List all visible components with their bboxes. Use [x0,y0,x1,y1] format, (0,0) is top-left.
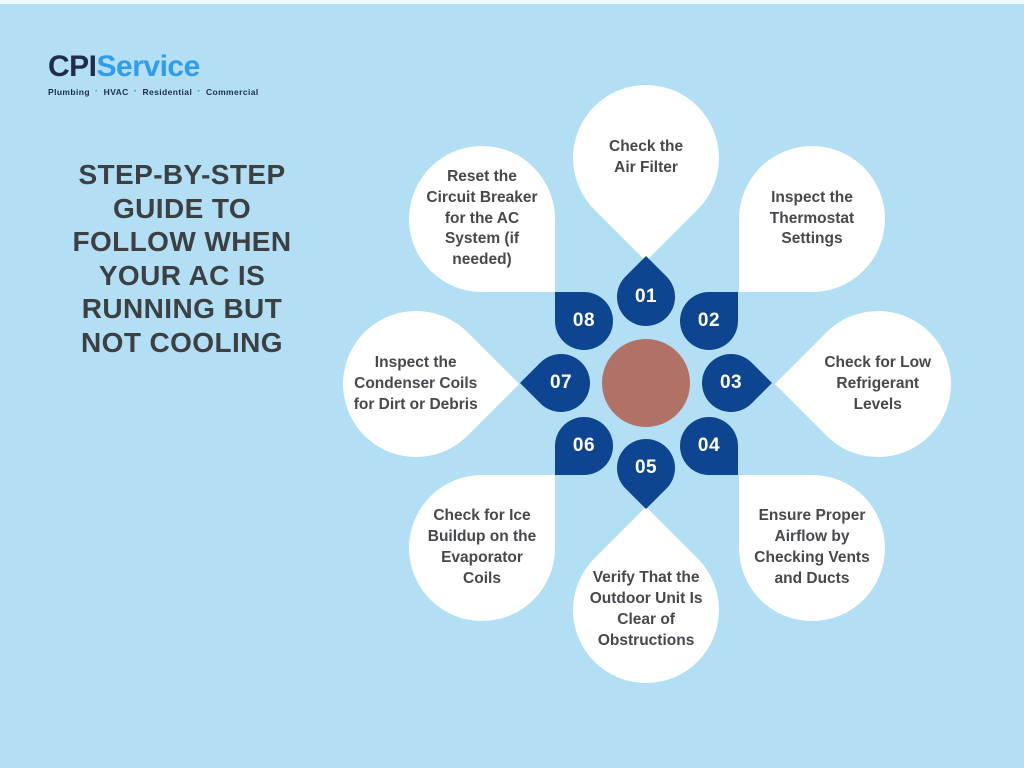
step-number-drop-05: 05 [604,426,688,510]
petal-label-08: Reset the Circuit Breaker for the AC Sys… [426,167,538,269]
logo-name-dark: CPI [48,50,97,83]
title-line: RUNNING BUT [81,293,283,325]
petal-step-08: Reset the Circuit Breaker for the AC Sys… [409,146,555,292]
petal-step-05: Verify That the Outdoor Unit Is Clear of… [542,506,750,714]
top-edge-strip [0,0,1024,4]
step-number-02: 02 [697,310,721,331]
step-number-03: 03 [719,371,743,393]
tagline-separator-dot: · [133,86,138,97]
tagline-item: Plumbing [48,87,90,97]
logo-name-accent: Service [96,50,201,83]
petal-label-04: Ensure Proper Airflow by Checking Vents … [754,507,870,587]
petal-label-07: Inspect the Condenser Coils for Dirt or … [353,353,479,413]
title-line: GUIDE TO [112,192,252,224]
title-line: NOT COOLING [81,326,283,358]
petal-label-05: Verify That the Outdoor Unit Is Clear of… [589,569,703,649]
step-number-drop-08: 08 [555,292,613,350]
step-number-drop-03: 03 [689,341,773,425]
title-line: FOLLOW WHEN [72,226,292,258]
step-number-07: 07 [549,371,573,393]
petal-step-04: Ensure Proper Airflow by Checking Vents … [739,475,885,621]
petal-step-07: Inspect the Condenser Coils for Dirt or … [312,280,520,488]
logo-wordmark: CPIService [48,52,259,82]
logo: CPIService Plumbing · HVAC · Residential… [48,52,259,98]
flower-center-circle [602,339,690,427]
petal-label-03: Check for Low Refrigerant Levels [824,353,932,413]
petal-step-01: Check the Air Filter [542,54,750,262]
tagline-item: Commercial [205,87,259,97]
petal-label-06: Check for Ice Buildup on the Evaporator … [427,507,537,587]
step-number-drop-01: 01 [604,255,688,339]
logo-tagline: Plumbing · HVAC · Residential · Commerci… [48,86,259,98]
petal-label-01: Check the Air Filter [608,138,684,176]
step-number-drop-06: 06 [555,417,613,475]
step-number-drop-07: 07 [519,341,603,425]
petal-step-02: Inspect the Thermostat Settings [739,146,885,292]
step-number-01: 01 [634,285,658,307]
title-line: YOUR AC IS [98,259,266,291]
step-number-05: 05 [634,456,658,478]
title-line: STEP-BY-STEP [78,159,286,190]
step-number-04: 04 [697,435,721,456]
step-number-06: 06 [572,435,596,456]
tagline-item: Residential [142,87,193,97]
petal-step-06: Check for Ice Buildup on the Evaporator … [409,475,555,621]
tagline-separator-dot: · [94,86,99,97]
page-title: STEP-BY-STEP GUIDE TO FOLLOW WHEN YOUR A… [52,158,312,360]
tagline-separator-dot: · [197,86,201,97]
step-number-drop-02: 02 [680,292,738,350]
petal-step-03: Check for Low Refrigerant Levels [774,280,982,488]
tagline-item: HVAC [103,87,129,97]
step-number-08: 08 [572,310,596,331]
step-number-drop-04: 04 [680,417,738,475]
petal-label-02: Inspect the Thermostat Settings [769,188,855,248]
